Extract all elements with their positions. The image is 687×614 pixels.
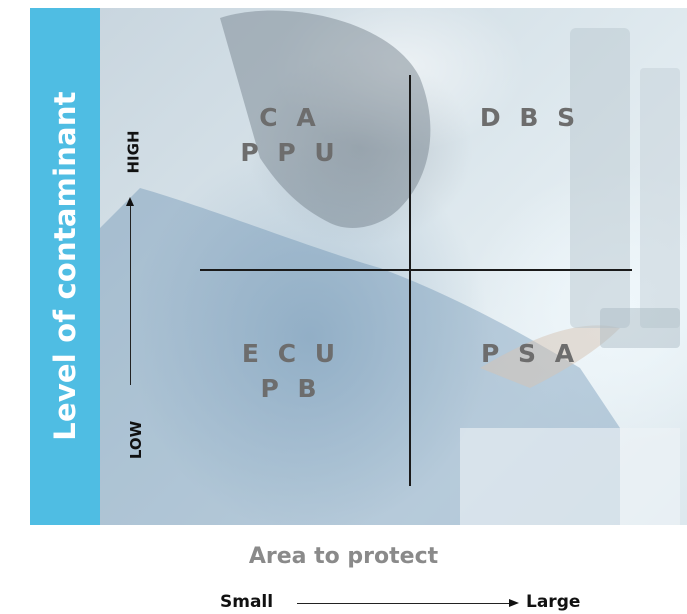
quadrant-bottom-right: P S A [470, 336, 590, 371]
quadrant-label: D B S [479, 103, 581, 132]
horizontal-divider [200, 269, 632, 271]
x-axis-high-label: Large [526, 592, 581, 612]
y-axis-title: Level of contaminant [48, 91, 82, 441]
y-axis-arrow [126, 197, 134, 385]
photo-illustration [100, 10, 680, 525]
y-axis-low-label: LOW [127, 420, 146, 460]
x-axis-title: Area to protect [248, 544, 439, 569]
quadrant-bottom-left: E C U P B [236, 336, 346, 406]
quadrant-label: P S A [480, 339, 580, 368]
quadrant-label: P B [260, 374, 322, 403]
quadrant-label: E C U [241, 339, 341, 368]
vertical-divider [409, 75, 411, 486]
quadrant-top-right: D B S [470, 100, 590, 135]
quadrant-label: P P U [240, 138, 340, 167]
x-axis-low-label: Small [220, 592, 274, 612]
quadrant-label: C A [259, 103, 321, 132]
quadrant-top-left: C A P P U [240, 100, 340, 170]
y-axis-title-bar [30, 8, 100, 525]
x-axis-arrow [297, 599, 519, 607]
background-photo [100, 8, 687, 525]
y-axis-high-label: HIGH [124, 130, 143, 174]
